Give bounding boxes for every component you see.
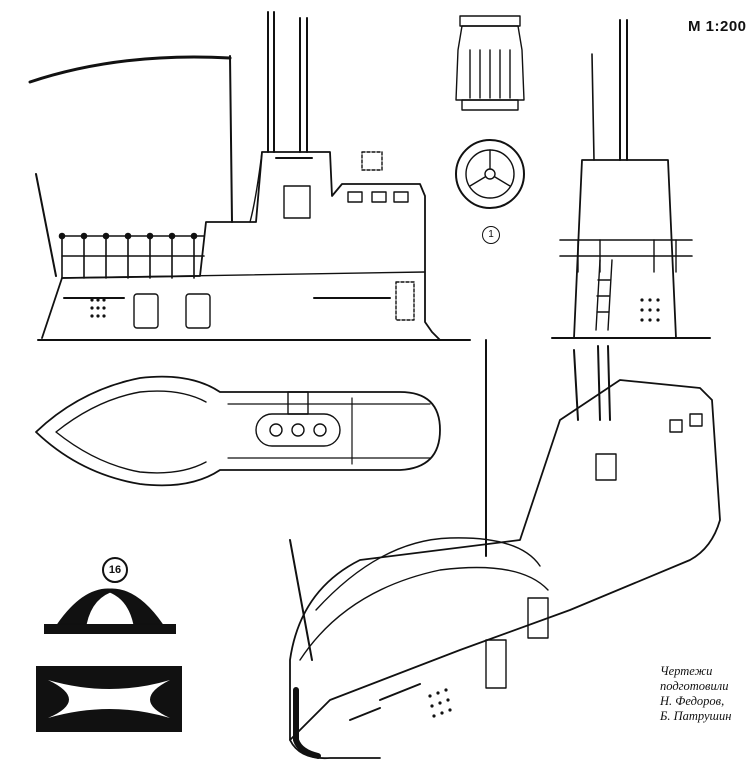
detail-1-callout: 1 (482, 226, 500, 244)
scale-label: M 1:200 (688, 18, 747, 35)
credits-line: Н. Федоров, (660, 694, 725, 708)
detail-1-drawing (455, 15, 525, 209)
credits-block: Чертежи подготовили Н. Федоров, Б. Патру… (660, 664, 750, 724)
credits-line: Чертежи (660, 664, 713, 678)
credits-line: Б. Патрушин (660, 709, 732, 723)
plan-view-drawing (35, 375, 441, 487)
detail-16-drawing (36, 588, 182, 732)
credits-line: подготовили (660, 679, 729, 693)
perspective-view-drawing (289, 339, 721, 760)
side-elevation-drawing (28, 11, 471, 341)
detail-16-callout: 16 (102, 557, 128, 583)
front-view-drawing (551, 19, 711, 339)
